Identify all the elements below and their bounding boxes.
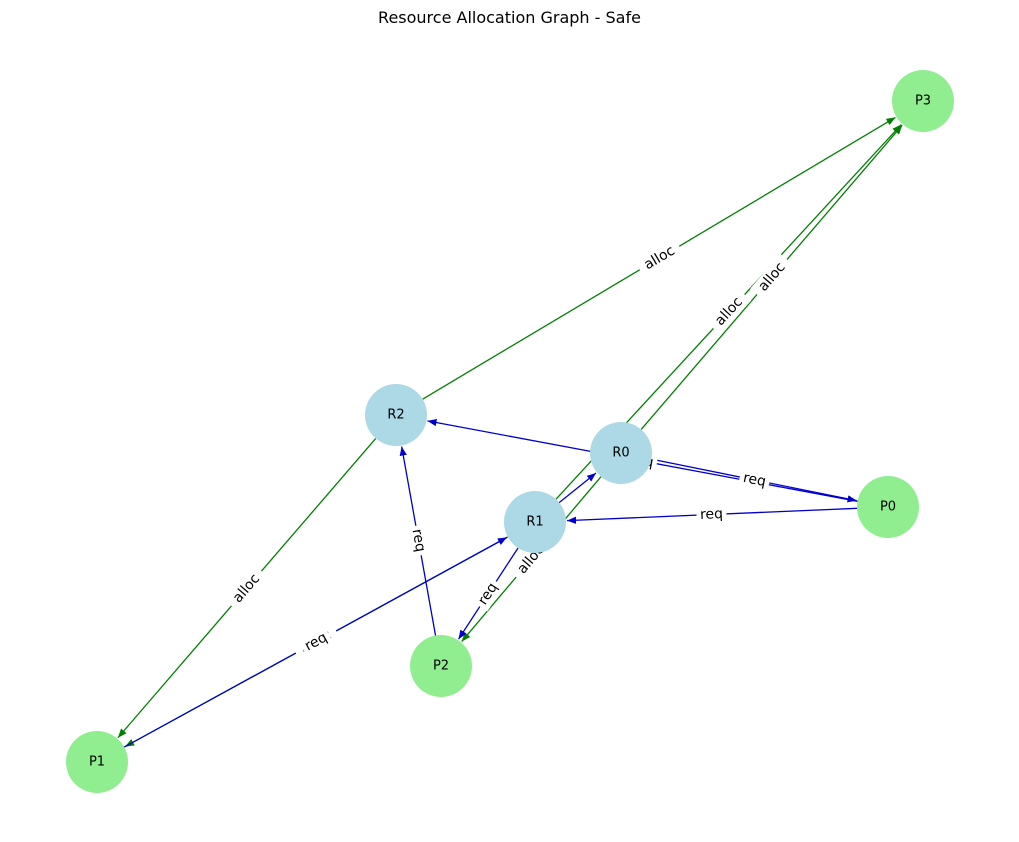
edge-label-P2-R2: req	[406, 524, 431, 557]
process-node-circle	[892, 70, 954, 132]
node-r2: R2	[365, 384, 427, 446]
process-node-circle	[66, 731, 128, 793]
node-label-p1: P1	[89, 755, 105, 770]
svg-text:req: req	[409, 528, 429, 553]
node-label-p0: P0	[880, 500, 896, 515]
resource-node-circle	[365, 384, 427, 446]
edge-label-R2-P3: alloc	[635, 238, 684, 278]
edge-R1-R0	[558, 472, 597, 504]
edge-label-R0-P3: alloc	[750, 253, 794, 301]
svg-text:req: req	[742, 470, 768, 490]
node-label-r1: R1	[526, 515, 543, 530]
edge-label-R1-P2: req	[472, 576, 504, 612]
node-p0: P0	[857, 476, 919, 538]
resource-node-circle	[504, 491, 566, 553]
process-node-circle	[857, 476, 919, 538]
edge-label-R0-P0: req	[738, 468, 771, 492]
node-r1: R1	[504, 491, 566, 553]
node-label-r2: R2	[387, 408, 404, 423]
node-r0: R0	[590, 422, 652, 484]
node-p3: P3	[892, 70, 954, 132]
node-label-p3: P3	[915, 94, 931, 109]
edge-label-R2-P1: alloc	[224, 565, 269, 612]
node-label-p2: P2	[433, 659, 449, 674]
process-node-circle	[410, 635, 472, 697]
svg-text:req: req	[700, 506, 724, 523]
resource-node-circle	[590, 422, 652, 484]
node-p1: P1	[66, 731, 128, 793]
node-p2: P2	[410, 635, 472, 697]
node-label-r0: R0	[612, 446, 629, 461]
edge-label-P0-R1: req	[696, 504, 727, 525]
graph-title: Resource Allocation Graph - Safe	[378, 8, 641, 27]
